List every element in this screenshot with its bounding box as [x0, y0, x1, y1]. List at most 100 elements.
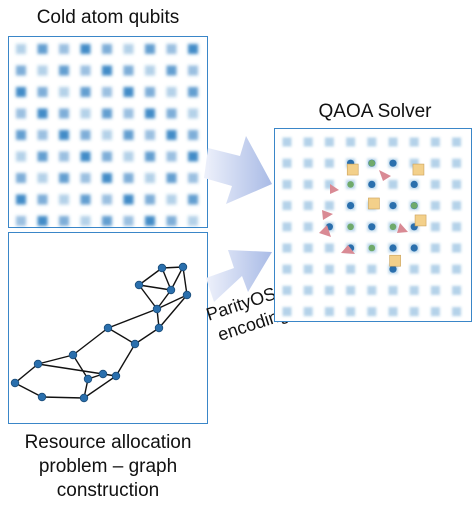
qubit-site [59, 108, 69, 119]
qaoa-panel [274, 128, 472, 322]
graph-edge [115, 343, 136, 377]
graph-edge [138, 284, 172, 291]
lattice-site [409, 137, 419, 147]
active-qubit [368, 223, 376, 231]
lattice-site [367, 307, 377, 317]
qubit-site [123, 194, 134, 205]
qubit-site [16, 108, 26, 119]
qubit-site [166, 65, 177, 76]
qubit-site [102, 194, 112, 205]
qubit-site [166, 108, 177, 119]
graph-edge [14, 363, 39, 384]
qubit-site [80, 216, 91, 226]
lattice-site [367, 264, 377, 274]
graph-node [111, 371, 121, 381]
graph-edge [72, 354, 89, 380]
qubit-site [188, 173, 198, 183]
qubit-site [80, 130, 91, 140]
lattice-site [324, 264, 334, 274]
qubit-site [166, 44, 177, 54]
graph-edge [134, 327, 160, 345]
qubit-site [145, 151, 155, 162]
lattice-site [367, 285, 377, 295]
graph-edge [37, 363, 104, 375]
plaquette-square-icon [414, 214, 427, 227]
graph-node [178, 262, 188, 272]
qubit-site [16, 216, 26, 226]
lattice-site [452, 264, 462, 274]
lattice-site [430, 201, 440, 211]
qubit-site [123, 130, 134, 140]
lattice-site [303, 158, 313, 168]
lattice-site [452, 307, 462, 317]
plaquette-square-icon [368, 197, 380, 210]
qubit-site [102, 65, 112, 76]
graph-node [33, 359, 43, 369]
qubit-site [102, 130, 112, 140]
qubits-title: Cold atom qubits [36, 7, 180, 28]
lattice-site [324, 158, 334, 168]
qubit-site [59, 87, 69, 97]
qubit-site [145, 216, 155, 226]
qubit-site [166, 151, 177, 162]
qubit-site [166, 87, 177, 97]
qaoa-title: QAOA Solver [318, 101, 432, 122]
plaquette-triangle-icon [319, 225, 331, 237]
qubit-site [37, 65, 48, 76]
lattice-site [409, 307, 419, 317]
lattice-site [430, 222, 440, 232]
qubit-site [37, 87, 48, 97]
lattice-site [282, 137, 292, 147]
qubit-site [102, 216, 112, 226]
active-qubit [347, 202, 355, 210]
plaquette-triangle-icon [330, 184, 339, 194]
lattice-site [388, 307, 398, 317]
qubit-site [145, 87, 155, 97]
lattice-site [346, 264, 356, 274]
qubit-site [80, 151, 91, 162]
lattice-site [430, 243, 440, 253]
lattice-site [282, 158, 292, 168]
qaoa-lattice [282, 137, 462, 317]
lattice-site [303, 285, 313, 295]
lattice-site [430, 307, 440, 317]
graph-edge [170, 266, 184, 291]
qubit-site [16, 65, 26, 76]
graph-edge [72, 327, 109, 356]
plaquette-square-icon [389, 254, 401, 267]
graph-node [134, 280, 144, 290]
qubit-site [123, 151, 134, 162]
lattice-site [452, 137, 462, 147]
qubit-site [80, 44, 91, 54]
constraint-qubit [347, 181, 354, 188]
graph-edge [158, 294, 188, 329]
upper-arrow-icon [204, 136, 272, 204]
qubit-site [37, 216, 48, 226]
qubit-site [123, 216, 134, 226]
active-qubit [389, 244, 397, 252]
qubit-site [102, 44, 112, 54]
lattice-site [303, 137, 313, 147]
lattice-site [346, 307, 356, 317]
qubit-site [37, 44, 48, 54]
qubit-site [102, 151, 112, 162]
qubit-site [16, 130, 26, 140]
graph-node [83, 374, 93, 384]
graph-edge [156, 294, 188, 310]
qubit-site [123, 173, 134, 183]
lattice-site [452, 201, 462, 211]
qubit-site [102, 173, 112, 183]
graph-edge [138, 267, 163, 286]
graph-node [166, 285, 176, 295]
graph-edge [83, 375, 117, 399]
qubit-site [166, 194, 177, 205]
qubit-site [123, 44, 134, 54]
qubit-site [59, 151, 69, 162]
graph-node [182, 290, 192, 300]
lattice-site [452, 179, 462, 189]
graph-caption-line-3: construction [56, 480, 160, 501]
graph-caption-line-1: Resource allocation [24, 432, 192, 453]
qubit-site [80, 108, 91, 119]
qubit-site [16, 151, 26, 162]
qubit-array-panel [8, 36, 208, 228]
